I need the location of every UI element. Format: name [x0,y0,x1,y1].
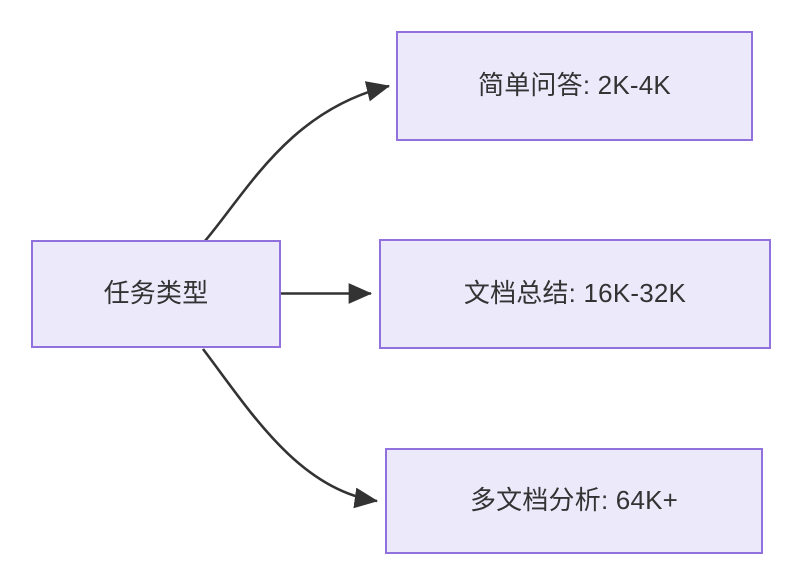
edge-source-to-simple-qa [204,81,391,242]
node-simple-qa[interactable]: 简单问答: 2K-4K [396,31,753,141]
node-task-type-label: 任务类型 [103,278,209,309]
node-task-type[interactable]: 任务类型 [31,240,281,348]
node-simple-qa-label: 简单问答: 2K-4K [478,70,671,101]
node-doc-summary-label: 文档总结: 16K-32K [463,278,687,309]
node-multi-doc[interactable]: 多文档分析: 64K+ [385,448,763,554]
edge-source-to-multi-doc [201,348,379,509]
node-doc-summary[interactable]: 文档总结: 16K-32K [379,239,771,349]
node-multi-doc-label: 多文档分析: 64K+ [469,485,679,516]
